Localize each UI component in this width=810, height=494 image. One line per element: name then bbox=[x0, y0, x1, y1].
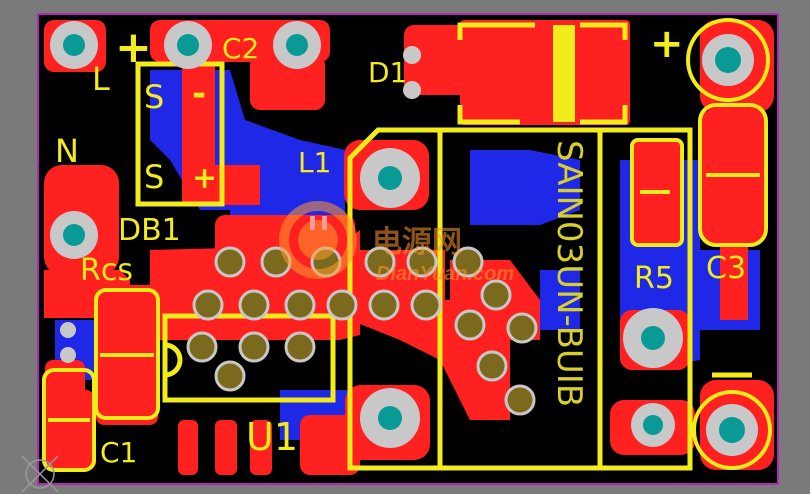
label-c2: C2 bbox=[222, 32, 259, 65]
label-ac-s2: S bbox=[144, 158, 164, 196]
label-rcs: Rcs bbox=[80, 253, 133, 288]
c3-outline bbox=[698, 103, 768, 247]
board-outline bbox=[37, 13, 779, 485]
label-c2-plus: + bbox=[115, 22, 152, 73]
silkscreen-labels: L N C2 + D1 - + S S L1 DB1 Rcs R5 C3 + C… bbox=[55, 21, 746, 469]
origin-marker bbox=[21, 455, 59, 493]
label-c3: C3 bbox=[706, 251, 746, 286]
label-input-n: N bbox=[55, 132, 79, 170]
rcs-outline bbox=[94, 288, 160, 420]
watermark-chinese: 电源网 bbox=[372, 225, 462, 260]
via-pads bbox=[186, 246, 538, 416]
label-r5: R5 bbox=[634, 261, 674, 296]
watermark: 电源网 DianYuan.com bbox=[279, 201, 514, 285]
label-l1: L1 bbox=[298, 146, 331, 179]
c3-ring-bottom bbox=[692, 390, 772, 470]
label-input-l: L bbox=[92, 60, 110, 98]
c1-outline bbox=[42, 368, 96, 472]
label-ac-s1: S bbox=[144, 78, 164, 116]
label-db1: DB1 bbox=[118, 213, 181, 248]
transformer-outline bbox=[347, 127, 693, 471]
r5-outline bbox=[630, 138, 684, 247]
diode-outline bbox=[457, 22, 535, 40]
label-c1: C1 bbox=[100, 436, 137, 469]
label-u1: U1 bbox=[246, 415, 298, 459]
label-c3-plus: + bbox=[650, 21, 684, 67]
label-transformer: SAIN03UN-BUIB bbox=[549, 140, 589, 407]
c2-c3-ring-top bbox=[686, 18, 770, 102]
through-hole-pads bbox=[50, 21, 758, 456]
silkscreen-outlines bbox=[42, 18, 772, 472]
label-bridge-plus: + bbox=[192, 161, 217, 196]
label-bridge-minus: - bbox=[192, 74, 206, 114]
watermark-logo-ring bbox=[279, 201, 357, 279]
watermark-latin: DianYuan.com bbox=[376, 263, 514, 285]
label-d1: D1 bbox=[368, 56, 407, 89]
